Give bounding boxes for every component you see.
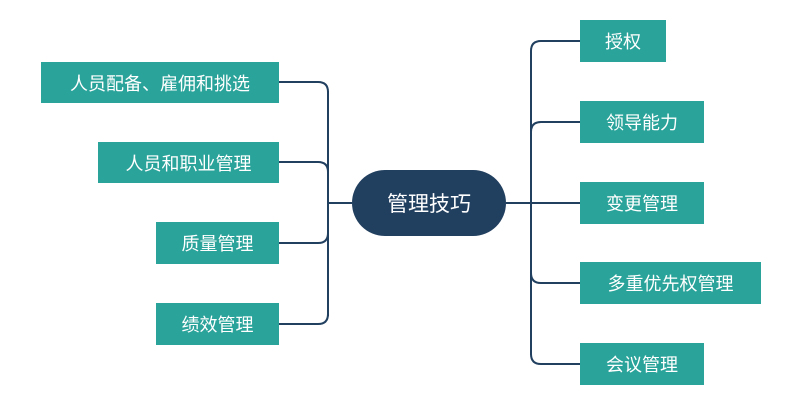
connector-right-2 xyxy=(530,121,580,133)
branch-label: 领导能力 xyxy=(606,113,678,134)
connector-right-1 xyxy=(530,40,580,52)
branch-label: 会议管理 xyxy=(606,355,678,376)
branch-label: 人员配备、雇佣和挑选 xyxy=(70,73,250,95)
root-label: 管理技巧 xyxy=(387,192,471,216)
branch-label: 质量管理 xyxy=(181,234,254,255)
branch-label: 变更管理 xyxy=(606,194,678,215)
branch-staffing[interactable]: 人员配备、雇佣和挑选 xyxy=(41,62,279,103)
root-node[interactable]: 管理技巧 xyxy=(352,170,506,236)
branch-leadership[interactable]: 领导能力 xyxy=(580,101,704,143)
connector-left-1 xyxy=(279,81,329,93)
branch-personnel-career[interactable]: 人员和职业管理 xyxy=(98,142,279,183)
branch-multi-priority[interactable]: 多重优先权管理 xyxy=(580,262,761,304)
branch-performance[interactable]: 绩效管理 xyxy=(156,303,279,345)
branch-label: 授权 xyxy=(605,32,641,53)
branch-label: 绩效管理 xyxy=(181,315,254,336)
connector-left-4 xyxy=(279,313,329,325)
branch-label: 多重优先权管理 xyxy=(607,274,734,295)
branch-change-management[interactable]: 变更管理 xyxy=(580,182,704,224)
branch-meeting-management[interactable]: 会议管理 xyxy=(580,343,704,385)
branch-delegation[interactable]: 授权 xyxy=(580,20,666,62)
connector-right-4 xyxy=(530,272,580,284)
branch-quality[interactable]: 质量管理 xyxy=(156,222,279,264)
connector-left-2 xyxy=(279,161,329,173)
connector-right-5 xyxy=(530,353,580,365)
connector-left-3 xyxy=(279,232,329,244)
branch-label: 人员和职业管理 xyxy=(125,153,252,175)
